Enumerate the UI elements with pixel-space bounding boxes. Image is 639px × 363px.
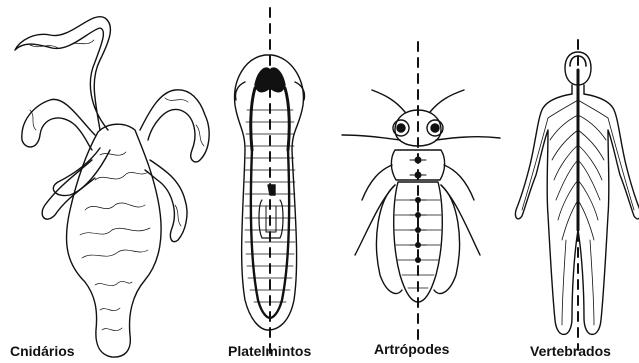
label-artropodes: Artrópodes [374,341,449,357]
human-drawing [515,40,639,350]
label-vertebrados: Vertebrados [530,343,611,359]
label-cnidarios: Cnidários [10,343,75,359]
label-platelmintos: Platelmintos [228,343,311,359]
hydra-drawing [15,17,209,357]
planarian-drawing [235,8,305,355]
insect-drawing [342,42,500,345]
